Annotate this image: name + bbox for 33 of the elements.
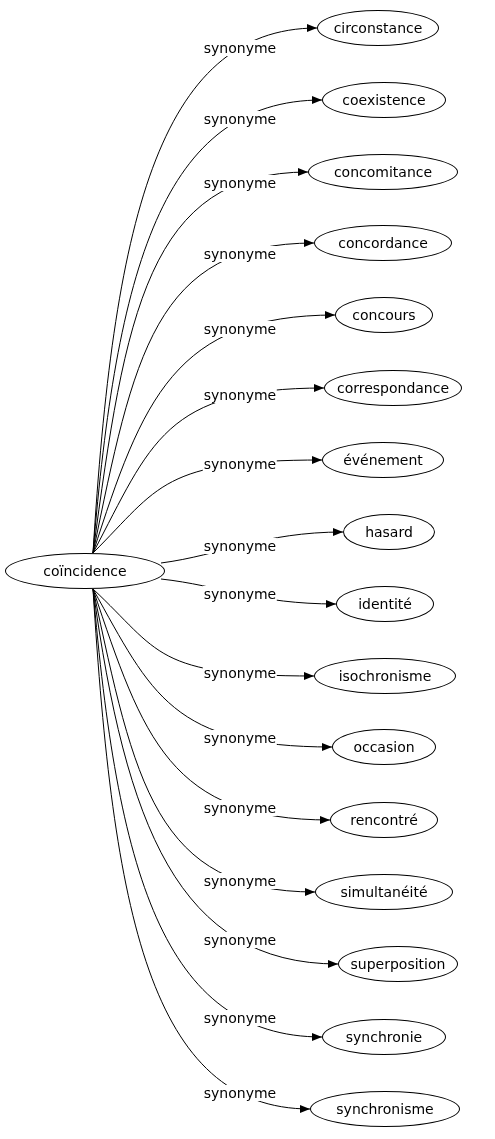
term-ellipse: circonstance [317, 10, 439, 46]
edge-label: synonyme [202, 245, 278, 262]
term-ellipse: identité [336, 586, 434, 622]
edge-label: synonyme [202, 39, 278, 56]
edge-label: synonyme [202, 387, 278, 404]
term-ellipse: rencontré [330, 802, 438, 838]
edge-label: synonyme [202, 537, 278, 554]
edge-label: synonyme [202, 932, 278, 949]
edge-label: synonyme [202, 873, 278, 889]
edge-label: synonyme [202, 730, 278, 747]
term-ellipse: occasion [332, 729, 436, 765]
term-ellipse: simultanéité [315, 874, 453, 910]
edge-label: synonyme [202, 175, 278, 192]
term-ellipse: synchronie [322, 1019, 446, 1055]
arrow [92, 588, 311, 1112]
edge-label: synonyme [202, 1009, 278, 1026]
term-ellipse: événement [322, 442, 444, 478]
term-ellipse: concomitance [308, 154, 458, 190]
term-ellipse: hasard [343, 514, 435, 550]
edge-label: synonyme [202, 799, 278, 816]
term-ellipse: concordance [314, 225, 452, 261]
edge-label: synonyme [202, 1085, 278, 1101]
edge-label: synonyme [202, 665, 278, 682]
term-ellipse: coexistence [322, 82, 446, 118]
term-ellipse: concours [335, 297, 433, 333]
edge-label: synonyme [202, 111, 278, 128]
term-ellipse: synchronisme [310, 1091, 460, 1127]
edge-label: synonyme [202, 585, 278, 602]
term-ellipse: superposition [338, 946, 458, 982]
term-ellipse: coïncidence [5, 553, 165, 589]
term-ellipse: correspondance [324, 370, 462, 406]
term-ellipse: isochronisme [314, 658, 456, 694]
edge-label: synonyme [202, 321, 278, 338]
